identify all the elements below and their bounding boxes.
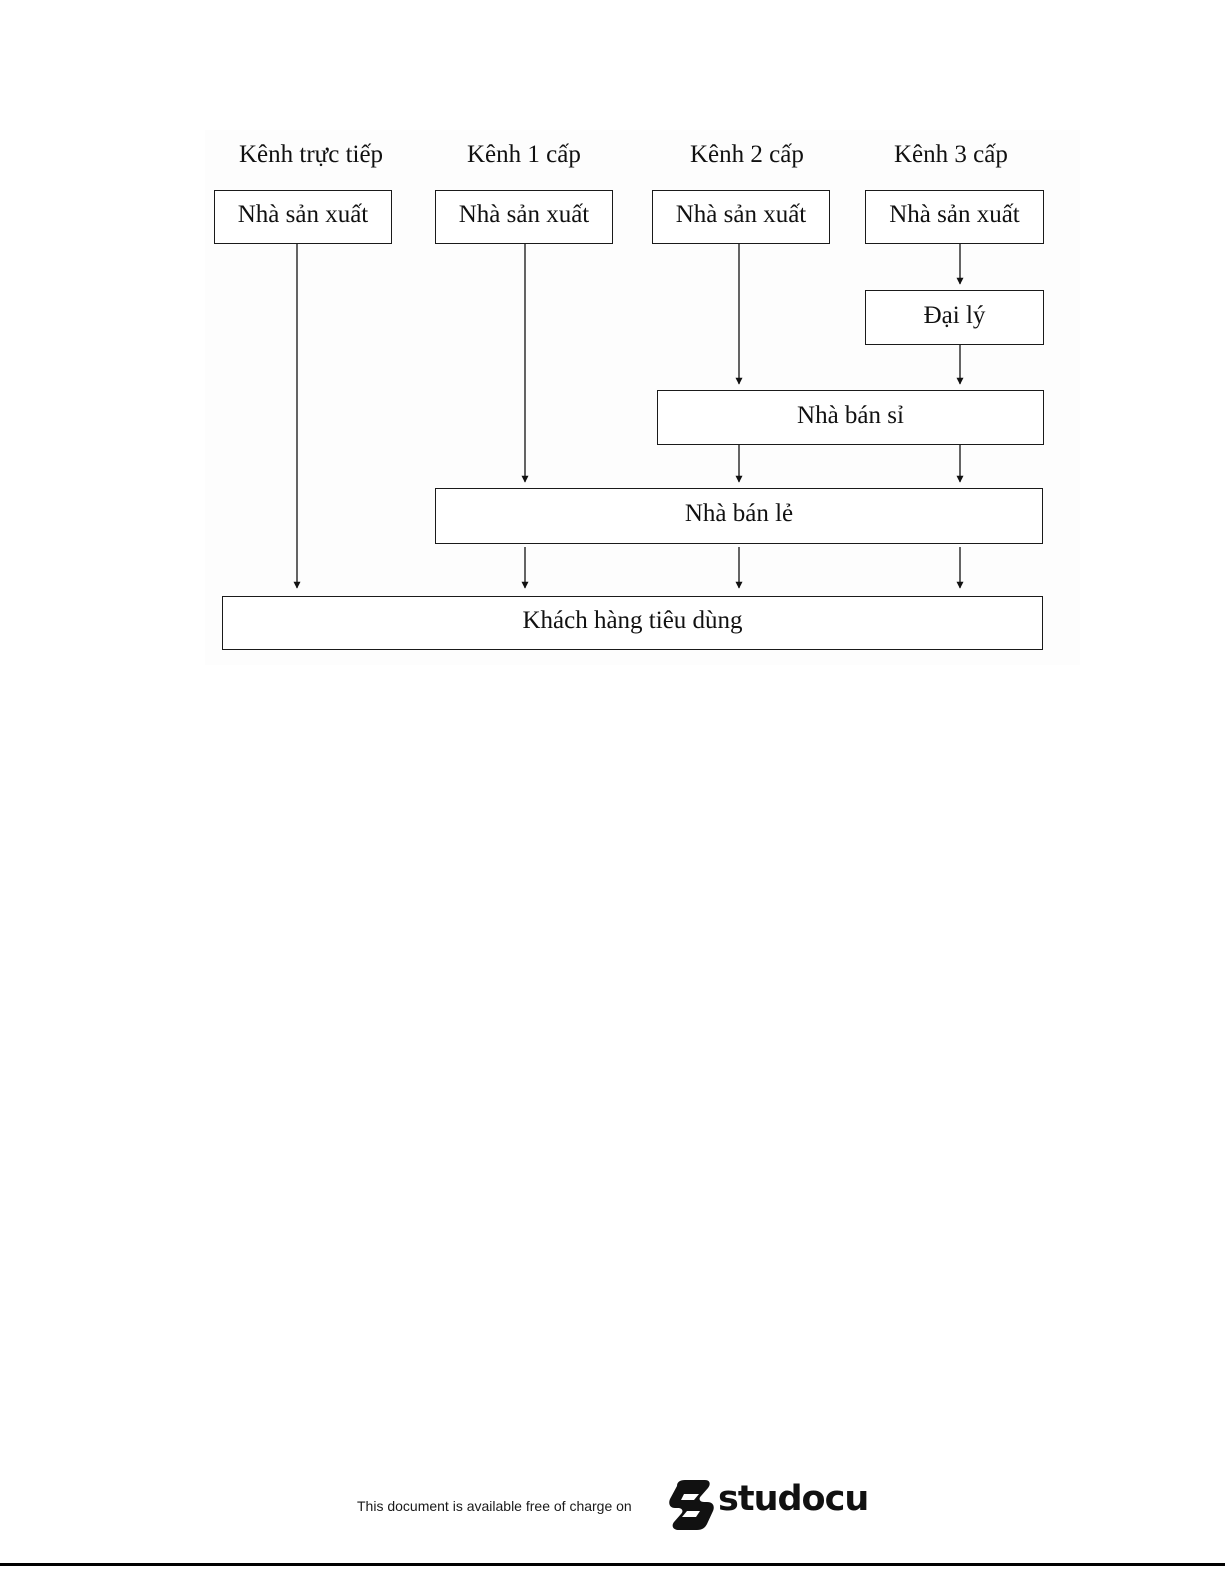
distribution-channel-diagram: Kênh trực tiếp Kênh 1 cấp Kênh 2 cấp Kên… [0, 0, 1225, 700]
arrow-layer [0, 0, 1225, 700]
page-bottom-border [0, 1563, 1225, 1566]
studocu-wordmark[interactable]: studocu [718, 1482, 868, 1517]
footer-banner: This document is available free of charg… [0, 1470, 1225, 1540]
footer-notice: This document is available free of charg… [357, 1498, 632, 1514]
studocu-logo-icon[interactable] [667, 1480, 715, 1530]
